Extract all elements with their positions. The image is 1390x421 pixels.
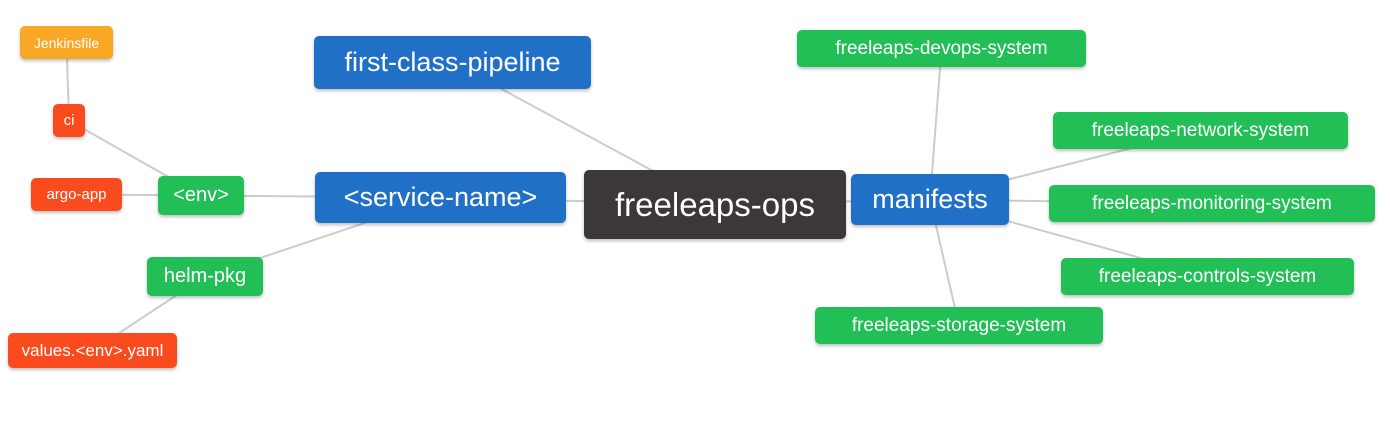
node-label: Jenkinsfile: [33, 34, 100, 51]
node-label: <service-name>: [343, 182, 538, 212]
node-label: freeleaps-devops-system: [835, 37, 1048, 59]
node-label: freeleaps-monitoring-system: [1092, 192, 1332, 214]
node-freeleaps-devops-system[interactable]: freeleaps-devops-system: [797, 30, 1086, 67]
node-env[interactable]: <env>: [158, 176, 244, 215]
node-helm-pkg[interactable]: helm-pkg: [147, 257, 263, 296]
node-label: freeleaps-ops: [615, 185, 815, 223]
node-label: first-class-pipeline: [344, 47, 561, 77]
node-freeleaps-network-system[interactable]: freeleaps-network-system: [1053, 112, 1348, 149]
node-manifests[interactable]: manifests: [851, 174, 1009, 225]
node-values-env-yaml[interactable]: values.<env>.yaml: [8, 333, 177, 368]
node-label: freeleaps-storage-system: [851, 314, 1067, 336]
node-label: values.<env>.yaml: [21, 340, 164, 360]
node-label: <env>: [173, 184, 229, 206]
node-label: ci: [63, 112, 75, 129]
node-ci[interactable]: ci: [53, 104, 85, 137]
node-service-name[interactable]: <service-name>: [315, 172, 566, 223]
node-first-class-pipeline[interactable]: first-class-pipeline: [314, 36, 591, 89]
node-argo-app[interactable]: argo-app: [31, 178, 122, 211]
node-freeleaps-controls-system[interactable]: freeleaps-controls-system: [1061, 258, 1354, 295]
node-label: manifests: [872, 184, 988, 214]
node-freeleaps-monitoring-system[interactable]: freeleaps-monitoring-system: [1049, 185, 1375, 222]
node-label: freeleaps-network-system: [1091, 119, 1310, 141]
node-jenkinsfile[interactable]: Jenkinsfile: [20, 26, 113, 59]
node-label: helm-pkg: [163, 265, 247, 287]
node-freeleaps-ops-root[interactable]: freeleaps-ops: [584, 170, 846, 239]
node-freeleaps-storage-system[interactable]: freeleaps-storage-system: [815, 307, 1103, 344]
node-label: argo-app: [46, 186, 107, 203]
node-label: freeleaps-controls-system: [1098, 265, 1317, 287]
